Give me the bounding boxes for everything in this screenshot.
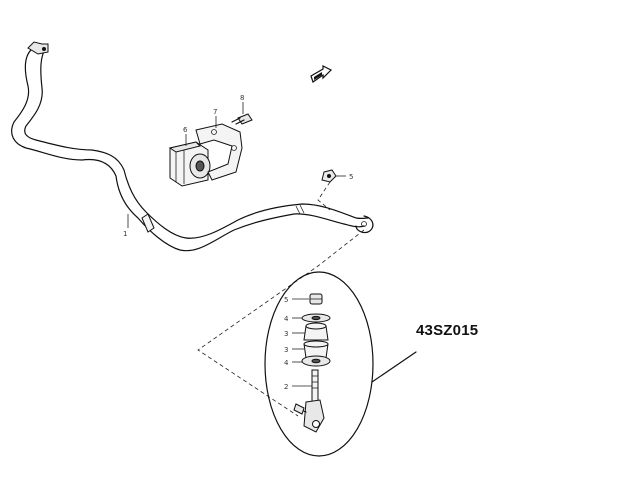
callout-8: 8 (240, 94, 244, 102)
callout-7: 7 (213, 108, 217, 116)
callout-1: 1 (123, 230, 127, 238)
code-leader-line (371, 351, 417, 383)
callout-5-link: 5 (284, 296, 288, 304)
callout-5-bar: 5 (349, 173, 353, 181)
front-arrow-icon (310, 65, 333, 83)
callout-2: 2 (284, 383, 288, 391)
link-leader (197, 229, 365, 417)
mount-bolt (231, 113, 253, 125)
detail-ellipse (264, 271, 374, 457)
callout-4-upper: 4 (284, 315, 289, 323)
callout-group: 1 6 7 8 5 5 4 3 3 4 2 (123, 94, 353, 391)
callout-3-upper: 3 (284, 330, 288, 338)
stabilizer-link (293, 293, 331, 433)
mount-bushing (168, 141, 211, 187)
joint-shaft (311, 369, 319, 403)
callout-6: 6 (183, 126, 188, 134)
diagram-code-label: 43SZ015 (416, 322, 479, 339)
bar-nut (317, 169, 337, 211)
stabilizer-bar (11, 41, 374, 252)
callout-4-lower: 4 (284, 359, 289, 367)
mount-bracket (195, 123, 243, 181)
callout-3-lower: 3 (284, 346, 288, 354)
